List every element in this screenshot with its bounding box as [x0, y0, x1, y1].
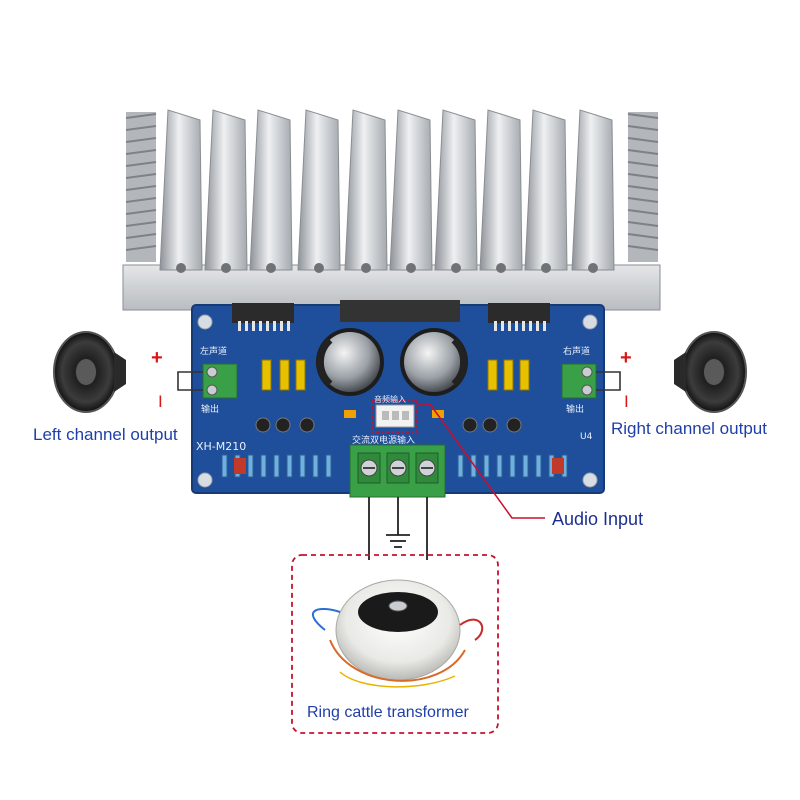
pcb-right-channel-label: 右声道 — [563, 347, 591, 357]
toroidal-transformer-icon — [311, 579, 484, 688]
pcb-board — [191, 300, 605, 498]
ac-power-terminal — [349, 444, 446, 498]
pcb-left-out-label: 输出 — [201, 405, 220, 415]
right-output-wiring — [596, 371, 621, 391]
transformer-label: Ring cattle transformer — [307, 704, 469, 721]
right-output-terminal — [561, 363, 597, 399]
left-output-terminal — [202, 363, 238, 399]
filter-capacitor-right — [400, 328, 468, 396]
pcb-right-out-label: 输出 — [566, 405, 585, 415]
pcb-left-channel-label: 左声道 — [200, 347, 228, 357]
right-minus-sign: I — [624, 392, 629, 411]
ground-icon — [386, 534, 410, 548]
right-channel-output-label: Right channel output — [611, 419, 767, 438]
pcb-u4-label: U4 — [580, 432, 593, 442]
speaker-icon — [674, 331, 747, 413]
filter-capacitor-left — [316, 328, 384, 396]
pcb-ac-power-label: 交流双电源输入 — [352, 436, 416, 446]
pcb-audio-in-label: 音频输入 — [374, 395, 406, 404]
ac-input-wiring — [368, 497, 428, 560]
audio-input-callout — [371, 399, 545, 519]
right-plus-sign: + — [620, 347, 632, 369]
pcb-model-label: XH-M210 — [196, 440, 247, 453]
small-components — [221, 359, 568, 478]
left-channel-output-label: Left channel output — [33, 425, 178, 444]
heatsink-fins — [159, 109, 615, 273]
transformer-box — [291, 554, 499, 734]
audio-input-label: Audio Input — [552, 509, 644, 529]
heatsink — [122, 109, 661, 311]
speaker-icon — [53, 331, 126, 413]
left-output-wiring — [177, 371, 203, 391]
left-plus-sign: + — [151, 347, 163, 369]
left-minus-sign: I — [158, 392, 163, 411]
